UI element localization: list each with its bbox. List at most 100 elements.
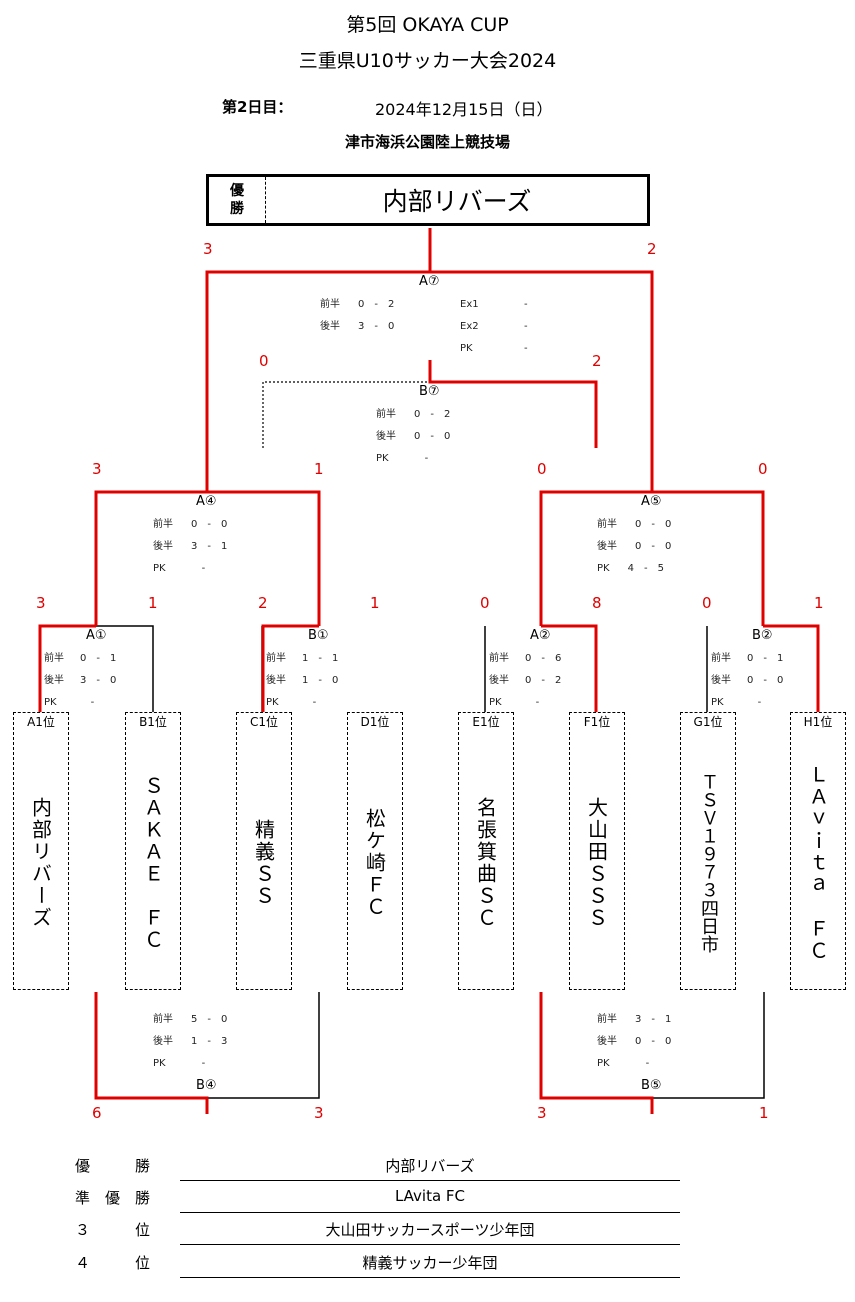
- line-final-left: [205, 270, 430, 492]
- row-left: 0: [414, 409, 421, 420]
- line-third-left: [262, 381, 430, 448]
- champion-box: 優 勝 内部リバーズ: [206, 174, 650, 226]
- final-score-left: 3: [203, 240, 213, 258]
- row-dash: -: [763, 675, 767, 686]
- row-dash: -: [318, 653, 322, 664]
- cons2-label: B⑤: [641, 1078, 662, 1093]
- row-dash: -: [430, 409, 434, 420]
- line-semi-right-b: [652, 490, 765, 626]
- row-right: 0: [109, 675, 117, 686]
- row-right: 0: [220, 519, 228, 530]
- line-semi-left-a: [94, 490, 207, 626]
- row-name: 後半: [153, 1036, 173, 1047]
- team-box-e1: E1位 名張箕曲ＳＣ: [458, 712, 514, 990]
- row-name: 前半: [153, 1014, 173, 1025]
- result-label-3: ３ 位: [75, 1221, 151, 1239]
- line-semi-left-b: [207, 490, 321, 626]
- row-right: 0: [220, 1014, 228, 1025]
- qf3-score-left: 0: [480, 594, 490, 612]
- qf4-score-left: 0: [702, 594, 712, 612]
- cons2-score-left: 3: [537, 1104, 547, 1122]
- line-cons2-left: [539, 992, 654, 1114]
- row-left: 0: [635, 519, 642, 530]
- row-right: 1: [776, 653, 784, 664]
- row-name: 前半: [597, 1014, 617, 1025]
- row-name: 前半: [320, 299, 340, 310]
- row-left: 0: [80, 653, 87, 664]
- result-divider: [180, 1180, 680, 1181]
- row-left: 0: [414, 431, 421, 442]
- line-qf4-winner: [763, 624, 820, 712]
- row-name: 後半: [266, 675, 286, 686]
- row-dash: -: [645, 1058, 650, 1069]
- row-dash: -: [541, 653, 545, 664]
- row-name: 後半: [597, 541, 617, 552]
- team-box-g1: G1位 ＴＳＶ１９７３四日市: [680, 712, 736, 990]
- line-semi-right-a: [539, 490, 652, 626]
- team-name: ＬＡｖｉｔａ ＦＣ: [805, 764, 830, 962]
- semi-right-score-left: 0: [537, 460, 547, 478]
- row-name: 前半: [44, 653, 64, 664]
- extra-name: Ex1: [460, 299, 479, 310]
- row-dash: -: [651, 519, 655, 530]
- row-name: 前半: [266, 653, 286, 664]
- row-left: 3: [191, 541, 198, 552]
- team-name: 精義ＳＳ: [251, 819, 276, 907]
- qf2-score-right: 1: [370, 594, 380, 612]
- team-box-h1: H1位 ＬＡｖｉｔａ ＦＣ: [790, 712, 846, 990]
- row-right: 1: [331, 653, 339, 664]
- team-name: 内部リバーズ: [28, 797, 53, 929]
- qf4-label: B②: [752, 628, 773, 643]
- row-name: PK: [44, 697, 57, 708]
- line-qf2-winner: [261, 624, 319, 712]
- result-divider: [180, 1277, 680, 1278]
- row-right: 0: [443, 431, 451, 442]
- team-box-a1: A1位 内部リバーズ: [13, 712, 69, 990]
- team-name: ＴＳＶ１９７３四日市: [698, 773, 719, 953]
- row-dash: -: [96, 675, 100, 686]
- cons1-score-left: 6: [92, 1104, 102, 1122]
- row-dash: -: [763, 653, 767, 664]
- champion-label-2: 勝: [230, 201, 244, 217]
- row-dash: -: [374, 299, 378, 310]
- extra-name: PK: [460, 343, 473, 354]
- extra-value: -: [524, 321, 528, 332]
- row-left: 0: [747, 653, 754, 664]
- row-right: 1: [220, 541, 228, 552]
- row-dash: -: [535, 697, 540, 708]
- row-dash: -: [207, 1036, 211, 1047]
- row-dash: -: [96, 653, 100, 664]
- team-name: 松ケ崎ＦＣ: [362, 808, 387, 918]
- row-name: PK: [153, 1058, 166, 1069]
- third-label: B⑦: [419, 384, 440, 399]
- champion-label: 優 勝: [209, 177, 266, 223]
- qf2-label: B①: [308, 628, 329, 643]
- row-name: 後半: [597, 1036, 617, 1047]
- row-name: 前半: [489, 653, 509, 664]
- row-left: 1: [302, 675, 309, 686]
- row-dash: -: [651, 1036, 655, 1047]
- row-dash: -: [651, 1014, 655, 1025]
- third-score-left: 0: [259, 352, 269, 370]
- row-name: 後半: [376, 431, 396, 442]
- champion-team: 内部リバーズ: [382, 187, 532, 216]
- row-dash: -: [757, 697, 762, 708]
- extra-value: -: [524, 299, 528, 310]
- row-name: 前半: [597, 519, 617, 530]
- qf3-label: A②: [530, 628, 551, 643]
- row-dash: -: [207, 1014, 211, 1025]
- qf1-score-right: 1: [148, 594, 158, 612]
- row-dash: -: [424, 453, 429, 464]
- team-box-c1: C1位 精義ＳＳ: [236, 712, 292, 990]
- row-dash: -: [374, 321, 378, 332]
- result-team-3: 大山田サッカースポーツ少年団: [325, 1221, 535, 1239]
- row-dash: -: [312, 697, 317, 708]
- row-dash: -: [643, 563, 648, 574]
